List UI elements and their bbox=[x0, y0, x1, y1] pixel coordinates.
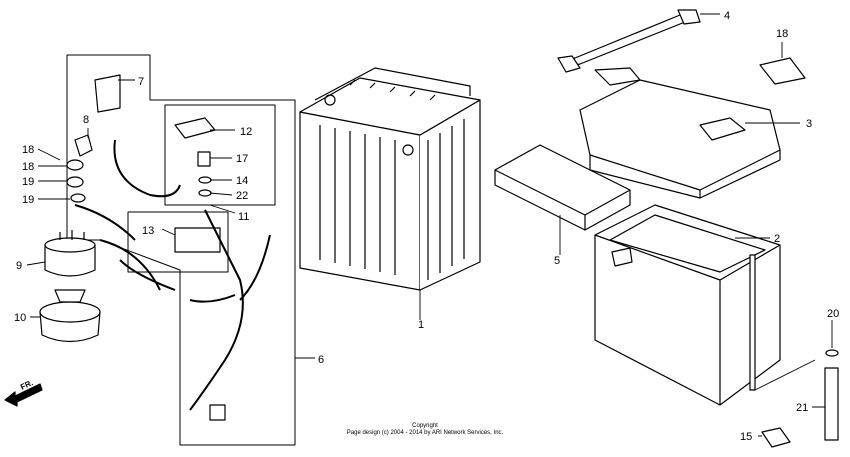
front-direction-arrow bbox=[4, 383, 43, 407]
copyright-line: Copyright bbox=[412, 423, 438, 429]
part-label: 4 bbox=[724, 10, 730, 22]
washer bbox=[198, 176, 212, 184]
leader-lines bbox=[26, 13, 833, 437]
part-label: 1 bbox=[418, 319, 424, 331]
bracket bbox=[174, 117, 216, 139]
wire-harness bbox=[74, 139, 271, 411]
part-label: 19 bbox=[22, 176, 34, 188]
copyright-notice: Copyright Page design (c) 2004 - 2014 by… bbox=[300, 423, 550, 437]
battery-cover bbox=[579, 67, 781, 199]
grommet bbox=[70, 193, 86, 203]
washer bbox=[198, 189, 212, 197]
battery-strap bbox=[557, 9, 701, 73]
clip bbox=[761, 427, 791, 448]
grommet bbox=[66, 176, 84, 188]
part-label: 18 bbox=[776, 28, 788, 40]
bolt bbox=[197, 151, 211, 167]
part-label: 17 bbox=[236, 153, 248, 165]
fuse-cap bbox=[94, 74, 121, 113]
foam-pad bbox=[494, 144, 631, 231]
part-label: 14 bbox=[236, 175, 248, 187]
horn bbox=[39, 289, 101, 343]
part-label: 19 bbox=[22, 194, 34, 206]
battery-tray bbox=[594, 204, 781, 406]
part-label: 15 bbox=[740, 431, 752, 443]
grommet bbox=[66, 159, 84, 171]
part-label: 13 bbox=[142, 225, 154, 237]
battery bbox=[299, 67, 481, 291]
part-label: 10 bbox=[14, 312, 26, 324]
part-label: 3 bbox=[806, 118, 812, 130]
part-label: 21 bbox=[796, 402, 808, 414]
part-label: 18 bbox=[22, 144, 34, 156]
part-label: 8 bbox=[83, 114, 89, 126]
part-label: 7 bbox=[138, 76, 144, 88]
clamp bbox=[74, 134, 93, 157]
part-label: 12 bbox=[240, 126, 252, 138]
part-label: 2 bbox=[774, 233, 780, 245]
bracket-group-outline bbox=[164, 104, 276, 206]
rod bbox=[824, 367, 839, 441]
part-label: 18 bbox=[22, 161, 34, 173]
part-label: 6 bbox=[318, 354, 324, 366]
part-label: 5 bbox=[554, 255, 560, 267]
washer bbox=[825, 349, 839, 357]
connector bbox=[209, 404, 226, 421]
relay bbox=[174, 227, 221, 253]
pad bbox=[759, 57, 806, 85]
copyright-line: Page design (c) 2004 - 2014 by ARI Netwo… bbox=[346, 430, 504, 436]
starter-relay bbox=[44, 230, 96, 277]
part-label: 9 bbox=[16, 260, 22, 272]
part-label: 20 bbox=[827, 308, 839, 320]
part-label: 11 bbox=[238, 211, 249, 223]
part-label: 22 bbox=[236, 190, 248, 202]
